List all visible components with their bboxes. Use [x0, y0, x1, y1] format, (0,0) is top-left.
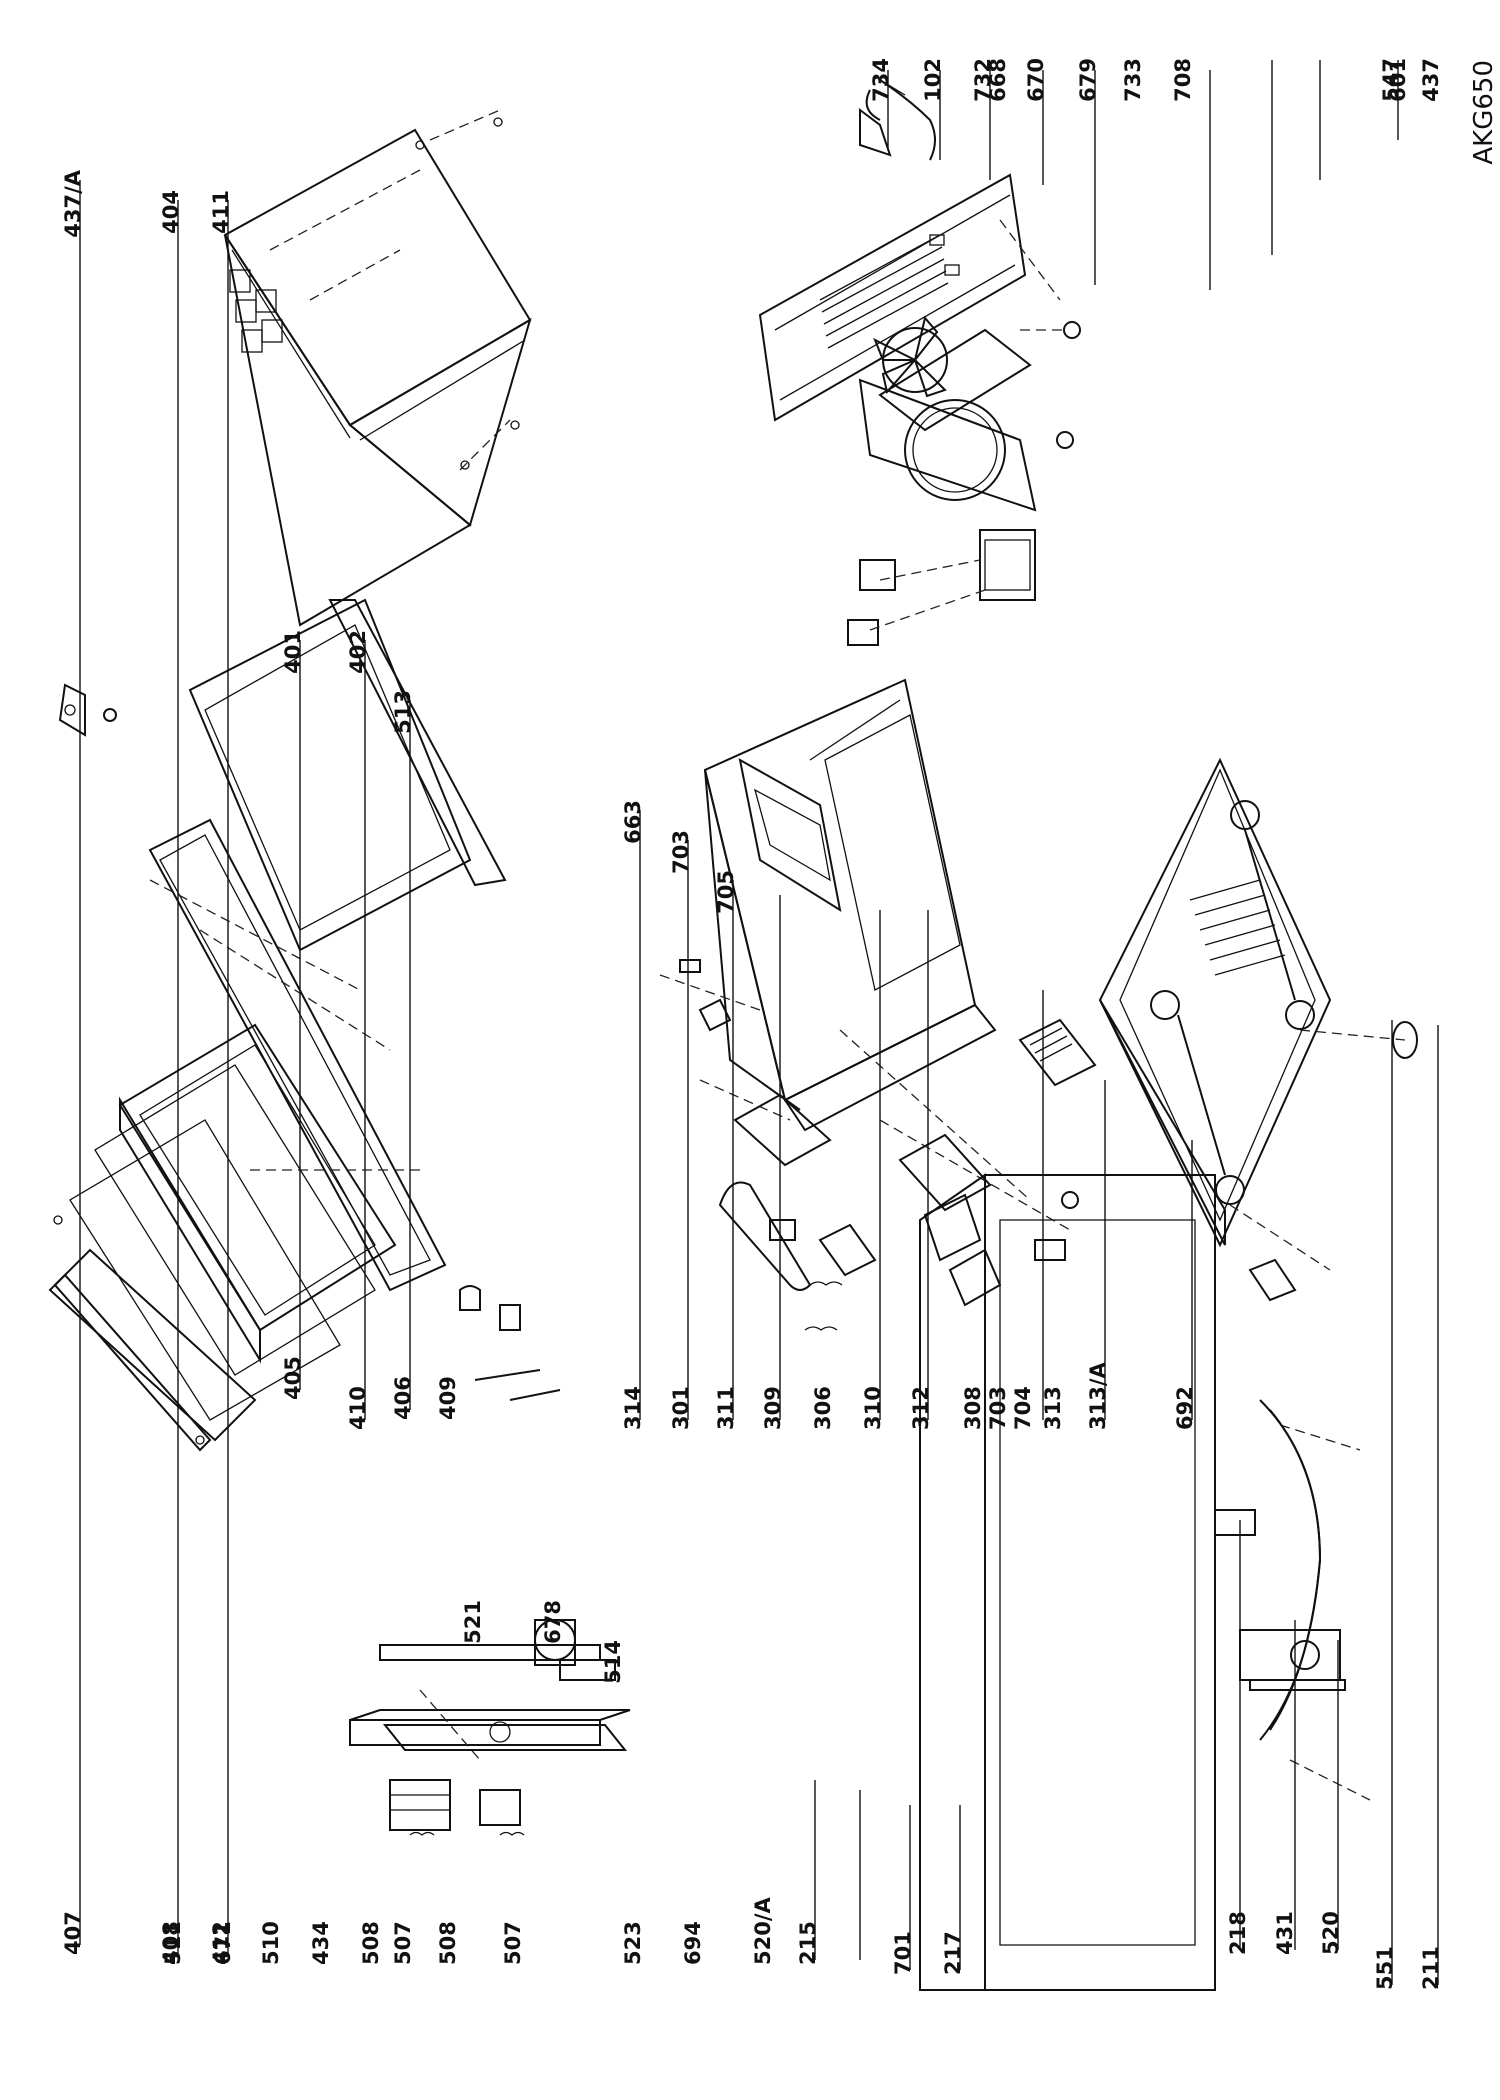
callout-308: 308 [961, 1386, 985, 1430]
callout-507-b: 507 [501, 1921, 525, 1965]
callout-520: 520 [1319, 1911, 1343, 1955]
callout-679: 679 [1076, 58, 1100, 102]
outer-cabinet-drawing [223, 109, 532, 627]
callout-404: 404 [159, 190, 183, 234]
callout-601: 601 [1386, 58, 1410, 102]
callout-732: 732 [971, 58, 995, 102]
callout-313a: 313/A [1086, 1361, 1110, 1430]
callout-734: 734 [869, 58, 893, 102]
back-plate-fan-drawing [758, 79, 1081, 646]
callout-412: 412 [209, 1921, 233, 1965]
callout-733: 733 [1121, 58, 1145, 102]
callout-547: 547 [1379, 58, 1403, 102]
callout-551: 551 [1373, 1946, 1397, 1990]
base-plate-drawing [1098, 757, 1418, 1302]
callout-218: 218 [1226, 1911, 1250, 1955]
callout-211: 211 [1419, 1946, 1443, 1990]
callout-703-bottom: 703 [986, 1386, 1010, 1430]
callout-701: 701 [891, 1931, 915, 1975]
callout-410: 410 [346, 1386, 370, 1430]
callout-513: 513 [391, 690, 415, 734]
callout-401: 401 [281, 630, 305, 674]
callout-217: 217 [941, 1931, 965, 1975]
callout-215: 215 [796, 1921, 820, 1965]
callout-309: 309 [761, 1386, 785, 1430]
callout-313: 313 [1041, 1386, 1065, 1430]
door-assembly-drawing [48, 598, 561, 1452]
callout-671: 671 [211, 1921, 235, 1965]
callout-431: 431 [1273, 1911, 1297, 1955]
callout-409: 409 [436, 1376, 460, 1420]
callout-405: 405 [281, 1356, 305, 1400]
callout-705: 705 [714, 870, 738, 914]
callout-521: 521 [461, 1600, 485, 1644]
callout-labels: 601 668 679 670 732 102 734 733 708 547 … [61, 58, 1443, 1990]
model-code: AKG650 [1469, 60, 1499, 165]
callout-406: 406 [391, 1376, 415, 1420]
callout-102: 102 [921, 58, 945, 102]
callout-411: 411 [209, 190, 233, 234]
callout-708: 708 [1171, 58, 1195, 102]
cavity-assembly-drawing [659, 678, 1097, 1331]
callout-437a: 437/A [61, 169, 85, 238]
callout-692: 692 [1173, 1386, 1197, 1430]
callout-523: 523 [621, 1921, 645, 1965]
callout-668: 668 [986, 58, 1010, 102]
callout-520a: 520/A [751, 1896, 775, 1965]
callout-508-a: 508 [359, 1921, 383, 1965]
callout-663: 663 [621, 800, 645, 844]
callout-408: 408 [159, 1921, 183, 1965]
callout-678: 678 [541, 1600, 565, 1644]
callout-402: 402 [346, 630, 370, 674]
callout-306: 306 [811, 1386, 835, 1430]
callout-434: 434 [309, 1921, 333, 1965]
callout-510: 510 [259, 1921, 283, 1965]
callout-670: 670 [1024, 58, 1048, 102]
callout-694: 694 [681, 1921, 705, 1965]
outer-casing-drawing [919, 1173, 1371, 1991]
callout-511: 511 [161, 1921, 185, 1965]
callout-704: 704 [1011, 1386, 1035, 1430]
callout-703-top: 703 [669, 830, 693, 874]
callout-407: 407 [61, 1911, 85, 1955]
callout-312: 312 [909, 1386, 933, 1430]
callout-leader-lines [79, 60, 1439, 1985]
callout-301: 301 [669, 1386, 693, 1430]
callout-310: 310 [861, 1386, 885, 1430]
callout-514: 514 [601, 1640, 625, 1684]
callout-507-a: 507 [391, 1921, 415, 1965]
callout-311: 311 [714, 1386, 738, 1430]
callout-437: 437 [1419, 58, 1443, 102]
callout-508-b: 508 [436, 1921, 460, 1965]
control-panel-drawing [349, 1619, 631, 1836]
callout-314: 314 [621, 1386, 645, 1430]
